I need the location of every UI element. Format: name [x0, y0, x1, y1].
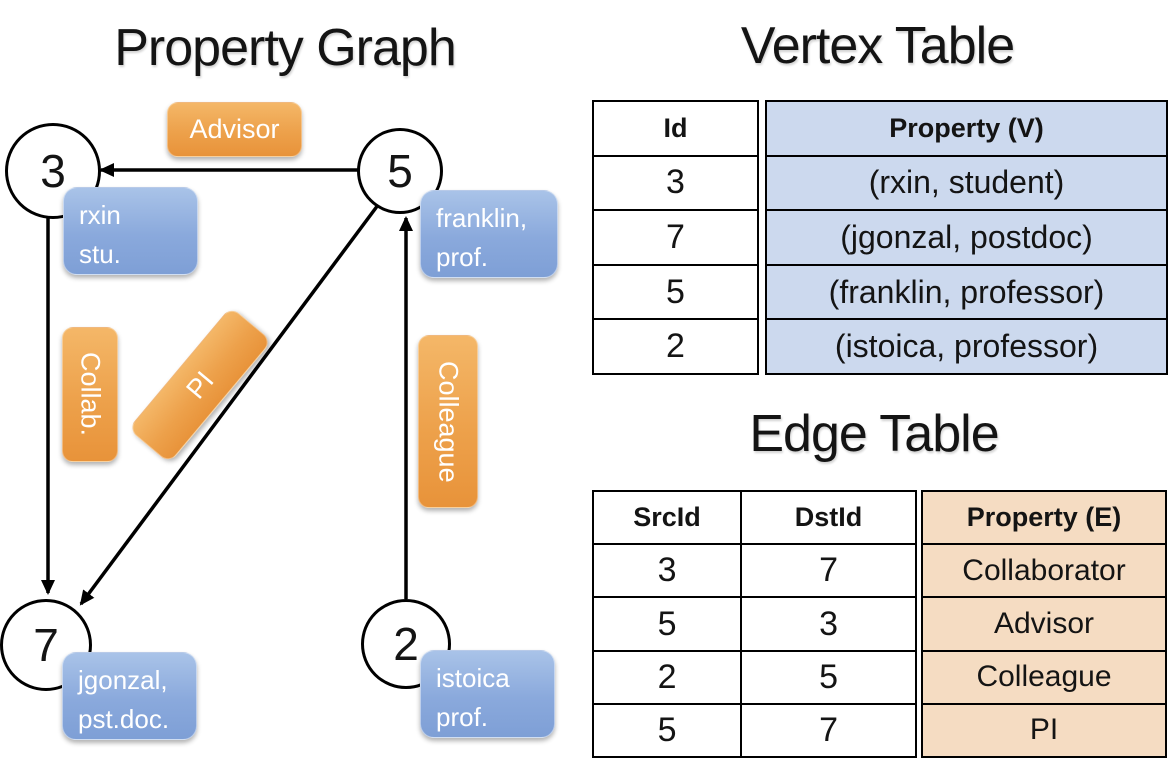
edge-table-header-row: SrcId DstId — [594, 492, 915, 544]
edge-table-id-columns: SrcId DstId 3 7 5 3 2 5 5 7 — [592, 490, 917, 758]
edge-table-title: Edge Table — [749, 405, 999, 463]
edge-table-property-column: Property (E) Collaborator Advisor Collea… — [921, 490, 1167, 758]
vertex-property-box-3: rxin stu. — [63, 187, 198, 275]
edge-table-header-dstid: DstId — [794, 502, 863, 533]
edge-table-property-cell: Collaborator — [923, 543, 1165, 596]
graph-node-5: 5 — [357, 128, 443, 214]
edge-table-srcid-cell: 5 — [594, 598, 743, 650]
edge-label-advisor: Advisor — [167, 102, 302, 157]
edge-label-collab: Collab. — [62, 327, 118, 462]
graph-node-3: 3 — [5, 123, 101, 219]
edge-table-srcid-cell: 5 — [594, 704, 743, 757]
edge-table-header-srcid: SrcId — [594, 492, 743, 544]
edge-table-dstid-cell: 3 — [819, 604, 838, 643]
vertex-table-id-column: Id 3 7 5 2 — [592, 100, 759, 375]
vertex-table-id-cell: 7 — [594, 209, 757, 264]
edge-table-header-property: Property (E) — [966, 502, 1122, 533]
edge-table-row: 5 3 — [594, 596, 915, 650]
edge-label-colleague: Colleague — [418, 335, 478, 508]
edge-table-srcid-cell: 3 — [594, 545, 743, 597]
vertex-table-id-cell: 3 — [594, 154, 757, 210]
edge-table-dstid-cell: 5 — [819, 657, 838, 696]
vertex-property-box-2: istoica prof. — [420, 650, 555, 738]
vertex-table-property-cell: (franklin, professor) — [767, 263, 1166, 319]
vertex-table-property-column: Property (V) (rxin, student) (jgonzal, p… — [765, 100, 1168, 375]
edge-table-row: 2 5 — [594, 649, 915, 703]
node-2-id: 2 — [393, 618, 419, 670]
edge-table-property-cell: Colleague — [923, 649, 1165, 703]
node-5-id: 5 — [387, 145, 413, 197]
edge-table-row: 5 7 — [594, 702, 915, 757]
vertex-property-box-7: jgonzal, pst.doc. — [62, 652, 197, 740]
edge-table-property-cell: Advisor — [923, 596, 1165, 649]
edge-table-srcid-cell: 2 — [594, 651, 743, 703]
vertex-table-property-cell: (rxin, student) — [767, 154, 1166, 210]
vertex-table-header-id: Id — [663, 112, 688, 143]
edge-table-dstid-cell: 7 — [819, 551, 838, 590]
edge-label-pi: PI — [127, 306, 273, 464]
vertex-table-header-property: Property (V) — [889, 112, 1044, 143]
vertex-table-property-cell: (istoica, professor) — [767, 318, 1166, 373]
vertex-property-box-5: franklin, prof. — [420, 190, 558, 278]
node-3-id: 3 — [40, 145, 66, 197]
vertex-table-id-cell: 2 — [594, 318, 757, 373]
property-graph-title: Property Graph — [114, 19, 457, 77]
vertex-table-property-cell: (jgonzal, postdoc) — [767, 209, 1166, 264]
node-7-id: 7 — [33, 619, 59, 671]
edge-table-row: 3 7 — [594, 543, 915, 597]
vertex-table-id-cell: 5 — [594, 263, 757, 319]
edge-table-dstid-cell: 7 — [819, 710, 838, 749]
vertex-table-title: Vertex Table — [740, 17, 1015, 75]
edge-table-property-cell: PI — [923, 702, 1165, 756]
